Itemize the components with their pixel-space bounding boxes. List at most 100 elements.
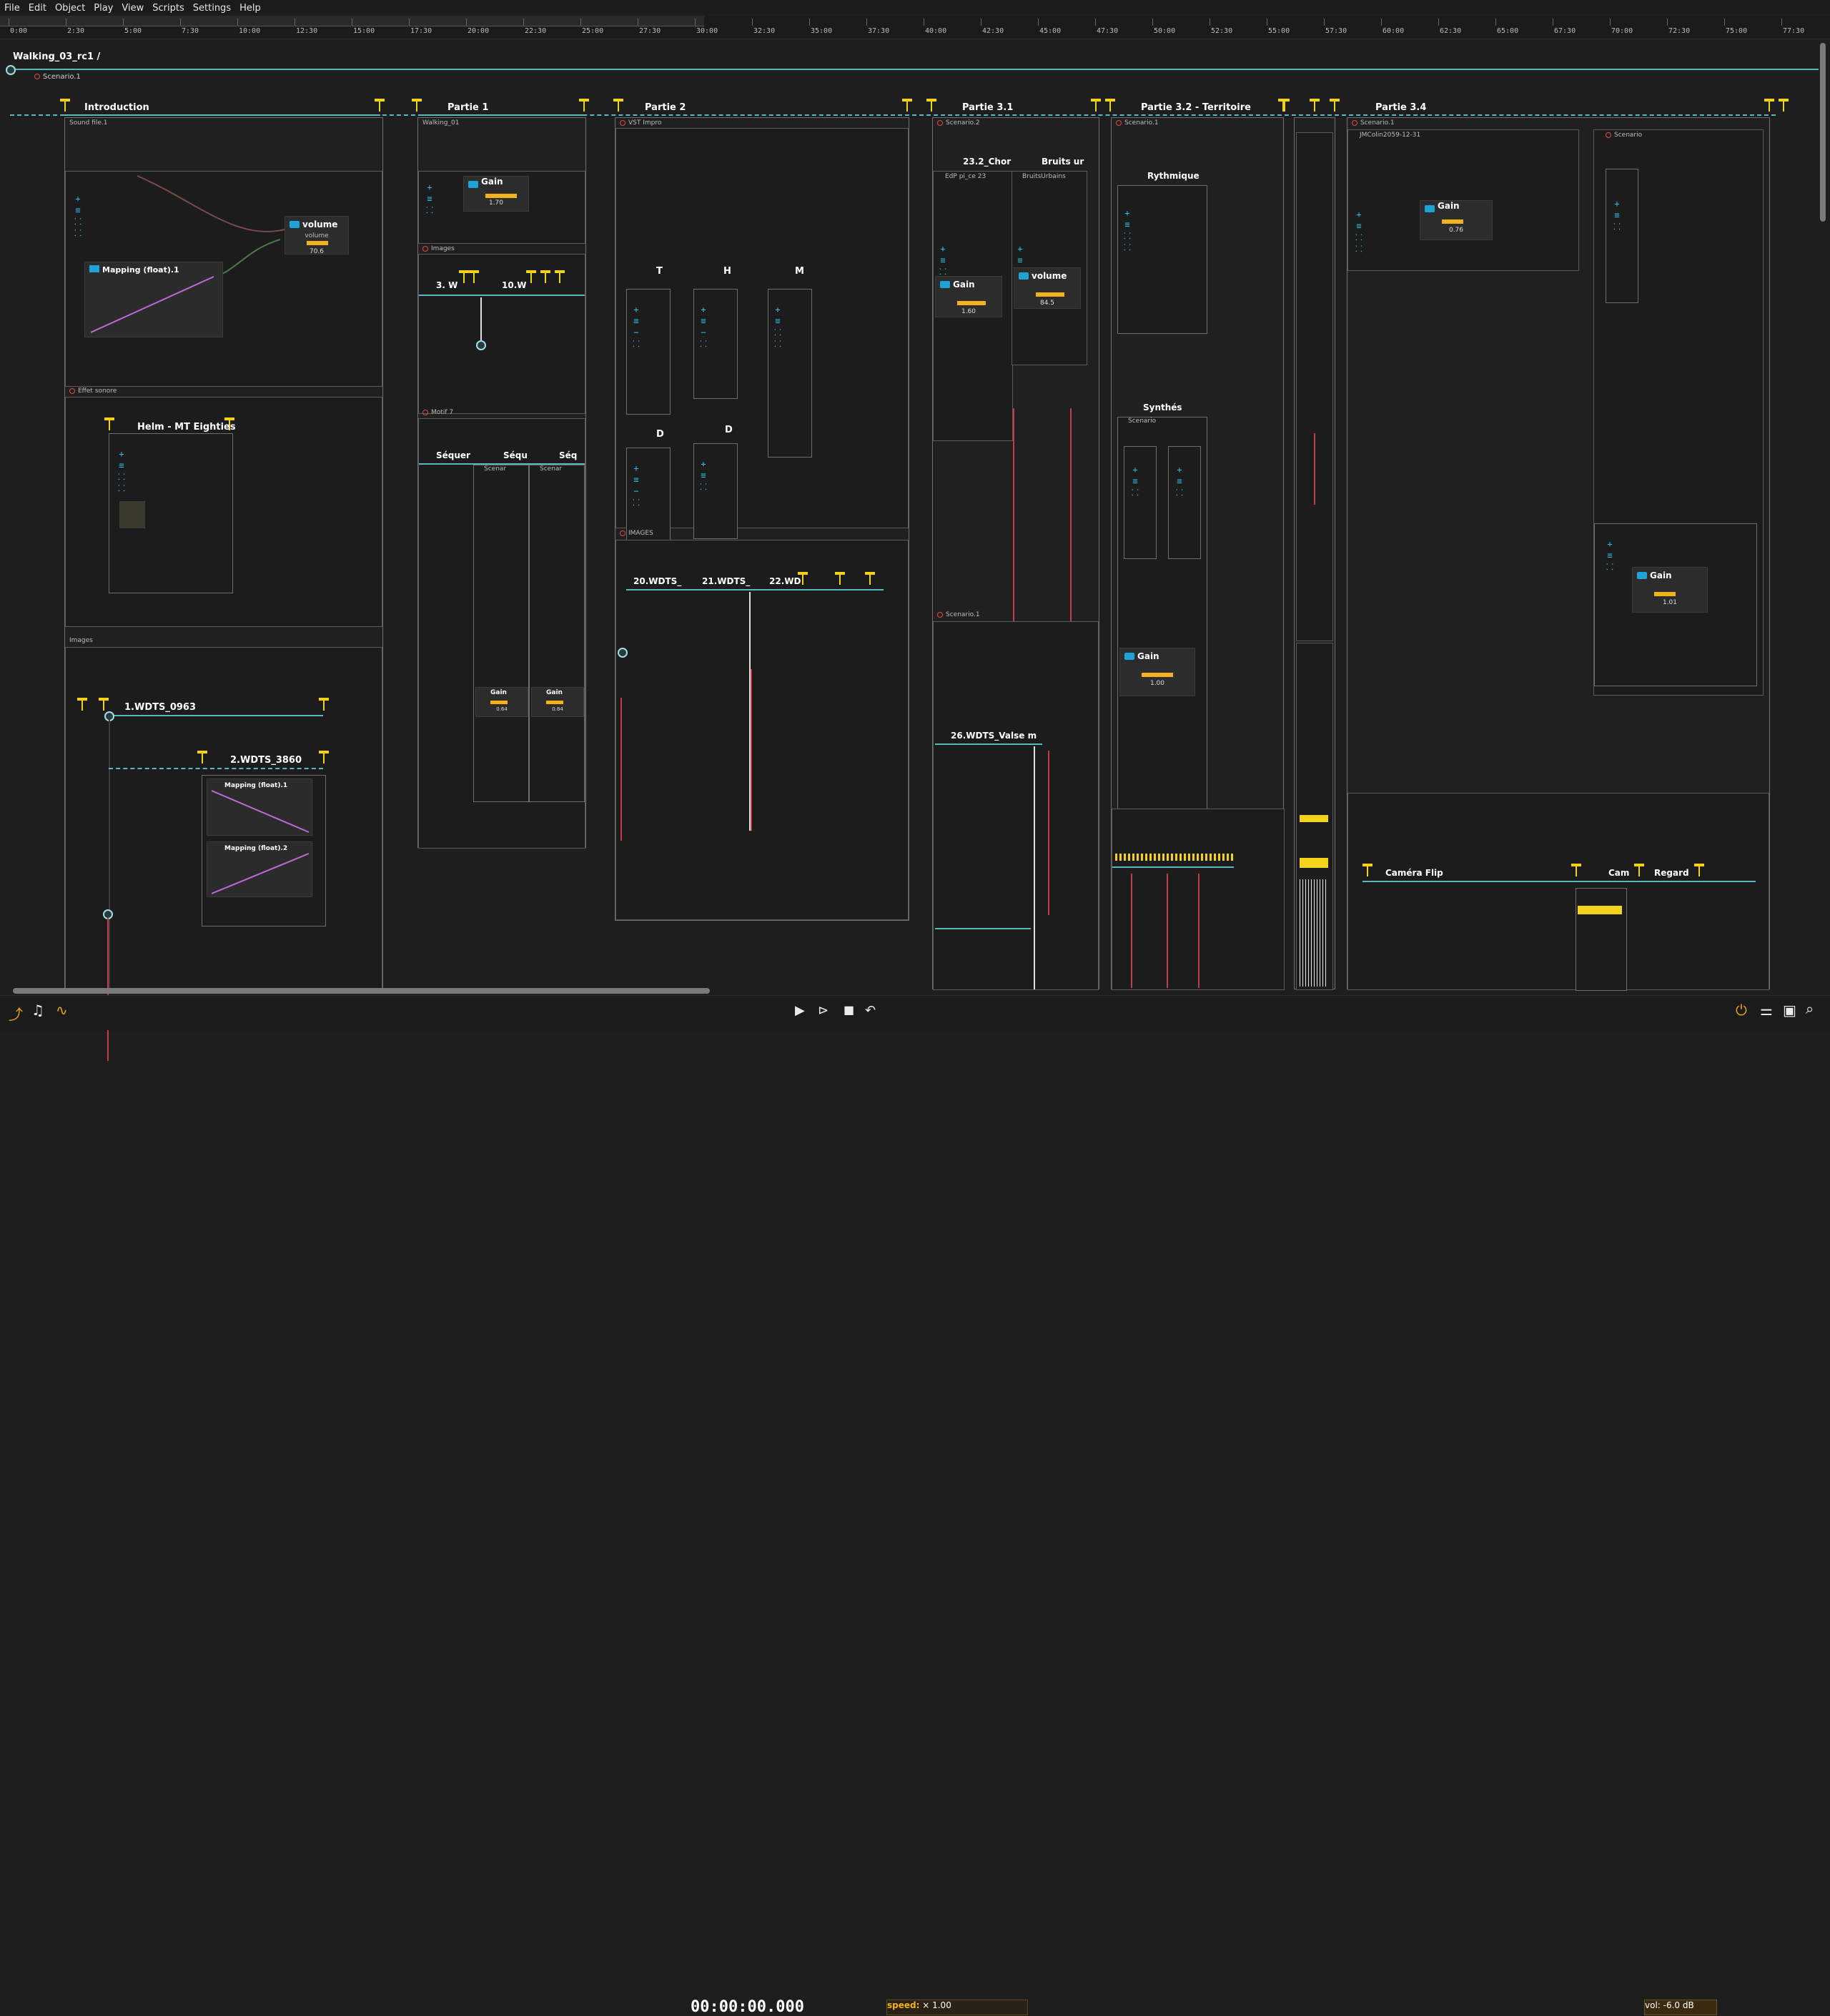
interval-partie32[interactable]: Scenario.1 Rythmique +≡⸬⸬ Synthés Scenar… [1111, 117, 1285, 990]
synthes-title[interactable]: Synthés [1143, 402, 1182, 412]
gain-bar[interactable] [1142, 673, 1173, 677]
gain-bar[interactable] [485, 194, 517, 198]
interval-title-partie34[interactable]: Partie 3.4 [1375, 102, 1427, 113]
slot-motif7[interactable]: Séquer Séqu Séq Scenar Gain 0.64 Scenar … [418, 418, 585, 849]
wdts22-title[interactable]: 22.WD [769, 576, 801, 586]
interval-title-partie1[interactable]: Partie 1 [447, 102, 489, 113]
valse-title[interactable]: 26.WDTS_Valse m [951, 731, 1037, 741]
interval-line[interactable] [419, 295, 585, 296]
trigger-icon[interactable] [926, 99, 936, 113]
sequer-title[interactable]: Séquer [436, 450, 470, 460]
node-tools-icon[interactable]: +≡⸬ [1132, 465, 1139, 498]
h-interval[interactable]: +≡−⸬ [693, 289, 738, 399]
rythmique-interval[interactable]: +≡⸬⸬ [1117, 185, 1207, 334]
horizontal-scrollbar[interactable] [13, 988, 710, 994]
interval-line[interactable] [64, 114, 380, 116]
volume-box[interactable]: volume volume 70.6 [285, 216, 349, 255]
trigger-icon[interactable] [77, 698, 87, 712]
gain-box[interactable]: Gain 0.76 [1420, 200, 1493, 240]
trigger-icon[interactable] [319, 698, 329, 712]
trigger-icon[interactable] [1362, 864, 1372, 878]
node-tools-icon[interactable]: +≡⸬⸬ [774, 305, 781, 349]
wdts3860-title[interactable]: 2.WDTS_3860 [230, 755, 302, 766]
node-tools-icon[interactable]: +≡⸬⸬ [118, 449, 125, 493]
trigger-icon[interactable] [99, 698, 109, 712]
slot-images-caps[interactable]: 20.WDTS_ 21.WDTS_ 22.WD [615, 540, 909, 920]
seq2-title[interactable]: Séq [559, 450, 578, 460]
interval-line[interactable] [935, 743, 1042, 745]
node-tools-icon[interactable]: +≡−⸬ [633, 305, 640, 349]
interval-line[interactable] [1112, 866, 1234, 868]
trigger-icon[interactable] [555, 270, 565, 285]
trigger-icon[interactable] [526, 270, 536, 285]
slot-narrow[interactable] [1296, 132, 1333, 641]
trigger-icon[interactable] [835, 572, 845, 586]
interval-narrow[interactable] [1294, 117, 1335, 990]
root-interval-line[interactable] [10, 69, 1819, 70]
sub-interval[interactable]: +≡⸬ [1124, 446, 1157, 559]
wdts21-title[interactable]: 21.WDTS_ [702, 576, 751, 586]
trigger-icon[interactable] [613, 99, 623, 113]
w3-title[interactable]: 3. W [436, 280, 458, 290]
time-ruler[interactable]: 0:00 2:30 5:00 7:30 10:00 12:30 15:00 17… [0, 16, 1830, 39]
trigger-icon[interactable] [459, 270, 469, 285]
trigger-icon[interactable] [1764, 99, 1774, 113]
menu-edit[interactable]: Edit [28, 3, 46, 14]
trigger-icon[interactable] [579, 99, 589, 113]
state-node[interactable] [476, 340, 486, 350]
wdts0963-title[interactable]: 1.WDTS_0963 [124, 702, 197, 713]
stop-icon[interactable]: ■ [844, 1003, 855, 1017]
node-tools-icon[interactable]: +≡⸬ [700, 459, 707, 492]
chor-interval[interactable]: EdP pi_ce 23 +≡⸬ Gain 1.60 [933, 171, 1013, 441]
search-icon[interactable]: ⌕ [1806, 1000, 1814, 1017]
interval-line[interactable] [419, 114, 585, 116]
interval-line[interactable] [935, 928, 1031, 929]
sub-interval[interactable] [1576, 888, 1627, 991]
w10-title[interactable]: 10.W [502, 280, 527, 290]
slot-images[interactable]: 1.WDTS_0963 2.WDTS_3860 Mapping (float).… [65, 647, 382, 1061]
interval-title-introduction[interactable]: Introduction [84, 102, 149, 113]
interval-line[interactable] [1362, 881, 1756, 882]
trigger-icon[interactable] [1571, 864, 1581, 878]
helm-title[interactable]: Helm - MT Eighties [137, 422, 236, 433]
slot-scenario-bottom[interactable]: Caméra Flip Cam Regard [1347, 793, 1769, 991]
t-interval[interactable]: +≡−⸬ [626, 289, 671, 415]
slot-scenario[interactable] [1112, 809, 1285, 990]
gain-box[interactable]: Gain 1.70 [463, 176, 529, 212]
trigger-icon[interactable] [902, 99, 912, 113]
terminal-icon[interactable]: ▣ [1783, 1002, 1796, 1019]
trigger-stack[interactable] [1578, 906, 1622, 914]
menu-help[interactable]: Help [239, 3, 261, 14]
breadcrumb[interactable]: Walking_03_rc1 / [13, 51, 101, 62]
camera-title[interactable]: Caméra Flip [1385, 868, 1443, 878]
volume-box[interactable]: volume 84.5 [1014, 267, 1081, 309]
helm-interval[interactable]: +≡⸬⸬ [109, 433, 233, 593]
gain-box[interactable]: Gain 0.84 [531, 687, 584, 717]
t-title[interactable]: T [656, 266, 663, 277]
play-icon[interactable]: ▶ [795, 1003, 805, 1018]
sub-interval[interactable]: +≡⸬ [1168, 446, 1201, 559]
gain-bar[interactable] [1442, 219, 1463, 224]
gain-box[interactable]: Gain 1.01 [1632, 567, 1708, 613]
trigger-icon[interactable] [1330, 99, 1340, 113]
slot-vst[interactable]: T H M +≡−⸬ +≡−⸬ +≡⸬⸬ D D +≡−⸬ +≡⸬ [615, 128, 909, 616]
trigger-icon[interactable] [540, 270, 550, 285]
gain-bar[interactable] [1654, 592, 1676, 596]
slot-effet-sonore[interactable]: Helm - MT Eighties +≡⸬⸬ [65, 397, 382, 627]
interval-introduction[interactable]: Sound file.1 +≡⸬⸬ volume volume 70.6 Map… [64, 117, 383, 1061]
interval-partie34[interactable]: Scenario.1 JMColin2059-12-31 +≡⸬⸬ Gain 0… [1347, 117, 1770, 991]
bruits-interval[interactable]: BruitsUrbains +≡⸬ volume 84.5 [1012, 171, 1087, 365]
node-tools-icon[interactable]: +≡⸬⸬ [74, 194, 81, 238]
trigger-icon[interactable] [104, 417, 114, 432]
node-tools-icon[interactable]: +≡⸬ [939, 244, 946, 277]
trigger-icon[interactable] [469, 270, 479, 285]
interval-partie31[interactable]: Scenario.2 23.2_Chor Bruits ur EdP pi_ce… [932, 117, 1099, 990]
state-node[interactable] [618, 648, 628, 658]
wdts20-title[interactable]: 20.WDTS_ [633, 576, 682, 586]
vst-box[interactable] [119, 501, 145, 528]
scenario-sub-box[interactable]: Scenar Gain 0.64 [473, 465, 529, 802]
trigger-icon[interactable] [224, 417, 234, 432]
gain-box[interactable]: Gain 1.60 [935, 276, 1002, 317]
scenario-sub-box[interactable]: Scenar Gain 0.84 [529, 465, 585, 802]
trigger-icon[interactable] [1105, 99, 1115, 113]
